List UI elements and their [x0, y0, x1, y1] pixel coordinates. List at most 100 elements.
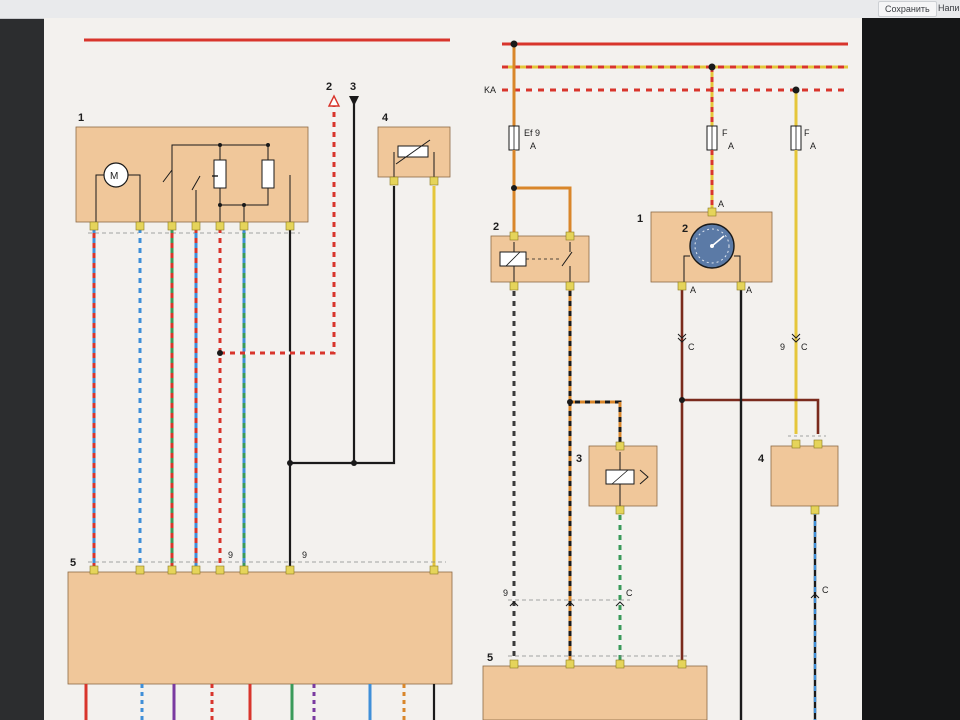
connector-chevron-icon [677, 337, 687, 343]
connector-chevron-icon [509, 601, 519, 607]
connector-9-label: 9 [780, 342, 785, 352]
terminal-pin [167, 221, 177, 231]
gauge-needle [711, 235, 725, 247]
resistor-1-icon [213, 159, 227, 189]
output-3-arrow-icon [349, 96, 359, 106]
component-4-right-box [770, 445, 839, 507]
terminal-pins-right [509, 207, 823, 669]
junction-dot [351, 460, 357, 466]
terminal-pin [810, 505, 820, 515]
wire-mark-a: 9 [228, 550, 233, 560]
valve-symbol-icon [639, 469, 649, 485]
fuse-2-name: F [722, 128, 728, 138]
terminal-pin [285, 565, 295, 575]
terminal-pins-5-top [89, 565, 439, 575]
terminal-pin [707, 207, 717, 217]
terminal-pin [565, 281, 575, 291]
save-button[interactable]: Сохранить [878, 1, 937, 17]
component-5-box [67, 571, 453, 685]
pin-right-a: A [746, 285, 752, 295]
bus-ka-label: KA [484, 85, 496, 95]
motor-symbol: M [110, 171, 118, 182]
motor-lead-left [95, 174, 104, 222]
component-3-label: 3 [576, 453, 582, 465]
terminal-pin [167, 565, 177, 575]
junction-dot [287, 460, 293, 466]
pin-left-a: A [690, 285, 696, 295]
gauge-lead-left [683, 255, 690, 282]
gauge-lead-right [734, 255, 741, 282]
component-4-right-label: 4 [758, 453, 765, 465]
connector-c-label: C [626, 588, 633, 598]
gauge-pin-a: A [718, 199, 724, 209]
terminal-pin [791, 439, 801, 449]
component-1-right-label: 1 [637, 213, 643, 225]
connector-chevron-icon [791, 333, 801, 339]
terminal-pin [509, 231, 519, 241]
more-button[interactable]: Напи [938, 3, 960, 13]
connector-c-label: C [822, 585, 829, 595]
fuse-2-rating: A [728, 141, 734, 151]
terminal-pin [736, 281, 746, 291]
connector-chevron-icon [677, 333, 687, 339]
gauge-number-label: 2 [682, 223, 688, 235]
wire-orange-branch [514, 186, 572, 236]
terminal-pin [285, 221, 295, 231]
component-5-label: 5 [70, 557, 76, 569]
connector-c-label: C [688, 342, 695, 352]
resistor-2-icon [261, 159, 275, 189]
right-diagram: KA Ef 9 A F A F A 2 [482, 40, 848, 720]
wire-mark-b: 9 [302, 550, 307, 560]
component-4-label: 4 [382, 112, 389, 124]
component-1-label: 1 [78, 112, 84, 124]
connector-chevron-icon [791, 337, 801, 343]
junction-dot [792, 86, 800, 94]
solenoid-hatch [611, 469, 629, 485]
editor-toolbar: Сохранить Напи [0, 0, 960, 19]
connector-9-label: 9 [503, 588, 508, 598]
terminal-pin [89, 565, 99, 575]
wire-to-comp3 [570, 400, 622, 446]
terminal-pin [215, 565, 225, 575]
connector-c-label: C [801, 342, 808, 352]
terminal-pin [615, 505, 625, 515]
junction-dot [266, 143, 270, 147]
monitor-bezel-left [0, 0, 44, 720]
terminal-pin [239, 221, 249, 231]
switch-contact-2 [191, 175, 201, 191]
terminal-pin [389, 176, 399, 186]
motor-lead-right [128, 174, 141, 222]
output-2-label: 2 [326, 81, 332, 93]
terminal-pin [677, 659, 687, 669]
terminal-pin [813, 439, 823, 449]
switch-contact-1 [162, 169, 173, 183]
relay-coil-hatch [505, 251, 521, 267]
connector-chevron-icon [565, 601, 575, 607]
gauge-pivot [710, 244, 714, 248]
component-5-right-box [482, 665, 708, 720]
terminal-pin [429, 176, 439, 186]
terminal-pin [615, 441, 625, 451]
terminal-pin [239, 565, 249, 575]
gauge-scale [694, 228, 730, 264]
output-2-arrow-icon [327, 94, 341, 107]
terminal-pin [191, 565, 201, 575]
wiring-diagram: 1 M [67, 38, 848, 720]
terminal-pin [677, 281, 687, 291]
terminal-pin [565, 231, 575, 241]
junction-dot [217, 350, 223, 356]
junction-dot [218, 203, 222, 207]
terminal-pins-left [89, 176, 439, 231]
junction-dot [708, 63, 716, 71]
junction-dot [567, 399, 573, 405]
fuse-3-name: F [804, 128, 810, 138]
connector-chevron-icon [810, 593, 820, 599]
diagram-page: 1 M [44, 18, 862, 720]
wire-brown-branch [682, 398, 820, 434]
component-2-label: 2 [493, 221, 499, 233]
fuse-3-rating: A [810, 141, 816, 151]
wire-black-to-4 [290, 186, 396, 465]
terminal-pin [509, 659, 519, 669]
terminal-pin [89, 221, 99, 231]
junction-dot [679, 397, 685, 403]
